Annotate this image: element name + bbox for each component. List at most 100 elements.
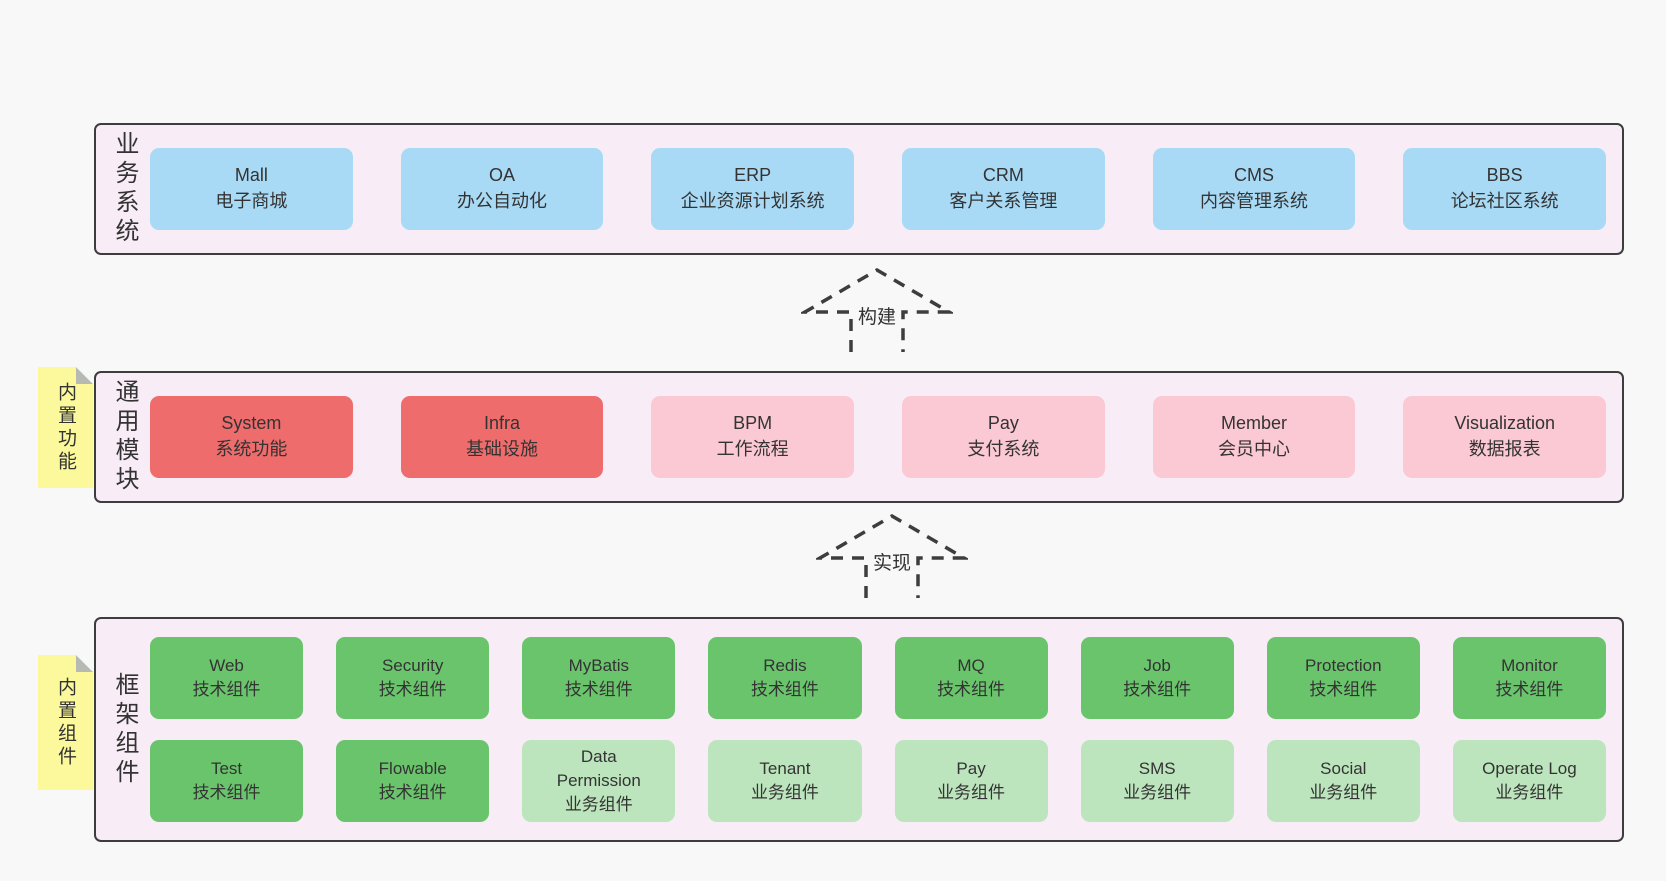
sticky-note-built-in-components: 内置组件 <box>38 655 93 790</box>
box-title: Member <box>1221 413 1288 434</box>
box-visualization: Visualization 数据报表 <box>1403 396 1607 478</box>
box-operate-log: Operate Log 业务组件 <box>1452 740 1606 822</box>
box-subtitle: 论坛社区系统 <box>1450 191 1559 211</box>
box-rows: Mall 电子商城 OA 办公自动化 ERP 企业资源计划系统 CRM 客户关系管理 CMS 内容… <box>140 125 1622 253</box>
box-title: Data Permission <box>556 746 641 790</box>
dashed-up-arrow-icon <box>801 267 953 352</box>
box-mybatis: MyBatis 技术组件 <box>522 637 676 719</box>
dashed-up-arrow-icon <box>816 513 968 598</box>
box-web: Web 技术组件 <box>150 637 304 719</box>
box-subtitle: 业务组件 <box>1495 783 1564 802</box>
box-title: Test <box>210 758 243 778</box>
box-subtitle: 内容管理系统 <box>1200 191 1309 211</box>
box-subtitle: 客户关系管理 <box>949 191 1058 211</box>
box-subtitle: 技术组件 <box>750 680 819 699</box>
box-social: Social 业务组件 <box>1266 740 1420 822</box>
box-tenant: Tenant 业务组件 <box>708 740 862 822</box>
box-title: BPM <box>733 413 773 434</box>
box-subtitle: 技术组件 <box>1495 680 1564 699</box>
folded-corner-icon <box>76 655 93 672</box>
box-infra: Infra 基础设施 <box>400 396 604 478</box>
box-title: MQ <box>957 655 985 675</box>
arrow-label: 构建 <box>853 306 901 330</box>
box-title: Protection <box>1305 655 1382 675</box>
box-title: Operate Log <box>1482 758 1577 778</box>
box-system: System 系统功能 <box>150 396 353 478</box>
box-subtitle: 电子商城 <box>215 191 288 211</box>
box-bpm: BPM 工作流程 <box>651 396 855 478</box>
box-title: Infra <box>483 413 521 434</box>
box-subtitle: 系统功能 <box>215 439 288 459</box>
arrow-build: 构建 <box>801 266 953 354</box>
box-title: MyBatis <box>568 655 630 675</box>
box-cms: CMS 内容管理系统 <box>1152 148 1356 230</box>
panel-side-label: 业务系统 <box>111 131 138 247</box>
box-title: CMS <box>1234 165 1275 186</box>
box-title: Pay <box>956 758 986 778</box>
box-test: Test 技术组件 <box>150 740 304 822</box>
box-subtitle: 技术组件 <box>937 680 1006 699</box>
box-mq: MQ 技术组件 <box>894 637 1048 719</box>
box-title: Security <box>381 655 444 675</box>
box-title: OA <box>489 165 516 186</box>
box-subtitle: 支付系统 <box>967 439 1040 459</box>
box-subtitle: 工作流程 <box>716 439 789 459</box>
box-title: Tenant <box>759 758 811 778</box>
box-member: Member 会员中心 <box>1152 396 1356 478</box>
panel-business-systems: 业务系统 Mall 电子商城 OA 办公自动化 ERP 企业资源计划系统 CRM 客户关系管理… <box>94 123 1624 255</box>
box-title: Flowable <box>378 758 447 778</box>
box-erp: ERP 企业资源计划系统 <box>651 148 855 230</box>
box-title: Visualization <box>1454 413 1556 434</box>
box-subtitle: 技术组件 <box>564 680 633 699</box>
box-title: Job <box>1143 655 1171 675</box>
box-subtitle: 数据报表 <box>1468 439 1541 459</box>
box-data-permission: Data Permission 业务组件 <box>522 740 676 822</box>
box-title: CRM <box>982 165 1024 186</box>
box-subtitle: 基础设施 <box>466 439 538 459</box>
box-subtitle: 办公自动化 <box>457 191 547 211</box>
box-title: Social <box>1320 758 1367 778</box>
sticky-note-text: 内置组件 <box>55 676 76 769</box>
box-title: Web <box>209 655 244 675</box>
box-title: Monitor <box>1501 655 1558 675</box>
arrow-label: 实现 <box>868 552 916 576</box>
box-redis: Redis 技术组件 <box>708 637 862 719</box>
box-subtitle: 技术组件 <box>378 783 447 802</box>
box-crm: CRM 客户关系管理 <box>902 148 1105 230</box>
box-subtitle: 业务组件 <box>937 783 1006 802</box>
arrow-implement: 实现 <box>816 512 968 600</box>
box-protection: Protection 技术组件 <box>1266 637 1420 719</box>
panel-side-label: 框架组件 <box>111 671 138 788</box>
box-oa: OA 办公自动化 <box>400 148 604 230</box>
box-subtitle: 会员中心 <box>1218 439 1291 459</box>
box-title: Redis <box>763 655 807 675</box>
box-title: SMS <box>1138 758 1176 778</box>
box-subtitle: 业务组件 <box>564 795 633 815</box>
box-subtitle: 企业资源计划系统 <box>680 191 825 211</box>
box-subtitle: 技术组件 <box>192 783 261 802</box>
box-subtitle: 技术组件 <box>378 680 447 699</box>
box-pay: Pay 业务组件 <box>894 740 1048 822</box>
box-monitor: Monitor 技术组件 <box>1452 637 1606 719</box>
box-title: ERP <box>734 165 772 186</box>
box-subtitle: 业务组件 <box>1309 783 1378 802</box>
box-subtitle: 技术组件 <box>1309 680 1378 699</box>
box-subtitle: 技术组件 <box>192 680 261 699</box>
box-title: Mall <box>234 165 268 186</box>
box-subtitle: 业务组件 <box>750 783 819 802</box>
sticky-note-text: 内置功能 <box>55 381 76 474</box>
box-title: System <box>221 413 282 434</box>
box-flowable: Flowable 技术组件 <box>336 740 490 822</box>
box-row: Mall 电子商城 OA 办公自动化 ERP 企业资源计划系统 CRM 客户关系管理 CMS 内容… <box>150 148 1607 230</box>
box-mall: Mall 电子商城 <box>150 148 353 230</box>
